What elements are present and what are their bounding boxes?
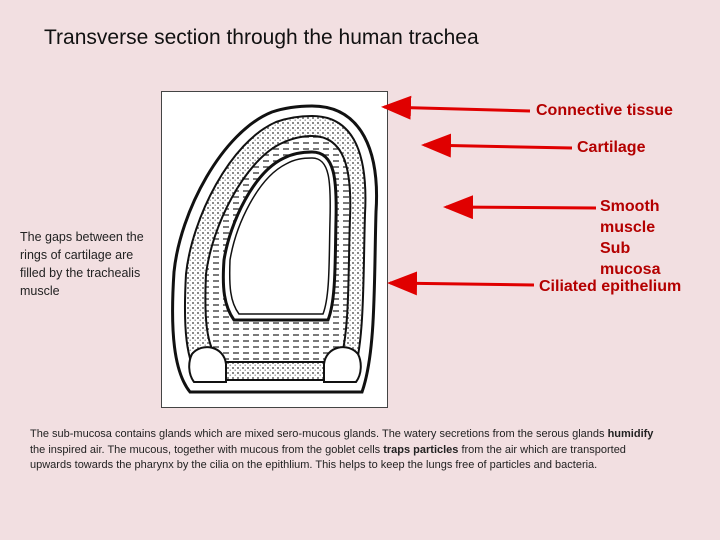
label-ciliated-epithelium: Ciliated epithelium — [539, 276, 681, 297]
arrow-ciliated-epithelium — [390, 283, 534, 285]
caption-text-2: the inspired air. The mucous, together w… — [30, 444, 383, 456]
caption-text-1: The sub-mucosa contains glands which are… — [30, 428, 608, 440]
label-sub-mucosa: Sub mucosa — [600, 238, 690, 280]
label-connective-tissue: Connective tissue — [536, 100, 673, 121]
caption-bold-traps-particles: traps particles — [383, 444, 458, 456]
arrow-smooth-muscle — [446, 207, 596, 208]
label-cartilage: Cartilage — [577, 137, 645, 158]
label-smooth-muscle: Smooth muscle — [600, 196, 690, 238]
arrow-cartilage — [424, 145, 572, 148]
arrow-connective-tissue — [384, 107, 530, 111]
caption-bold-humidify: humidify — [608, 428, 654, 440]
submucosa-caption: The sub-mucosa contains glands which are… — [30, 427, 670, 474]
